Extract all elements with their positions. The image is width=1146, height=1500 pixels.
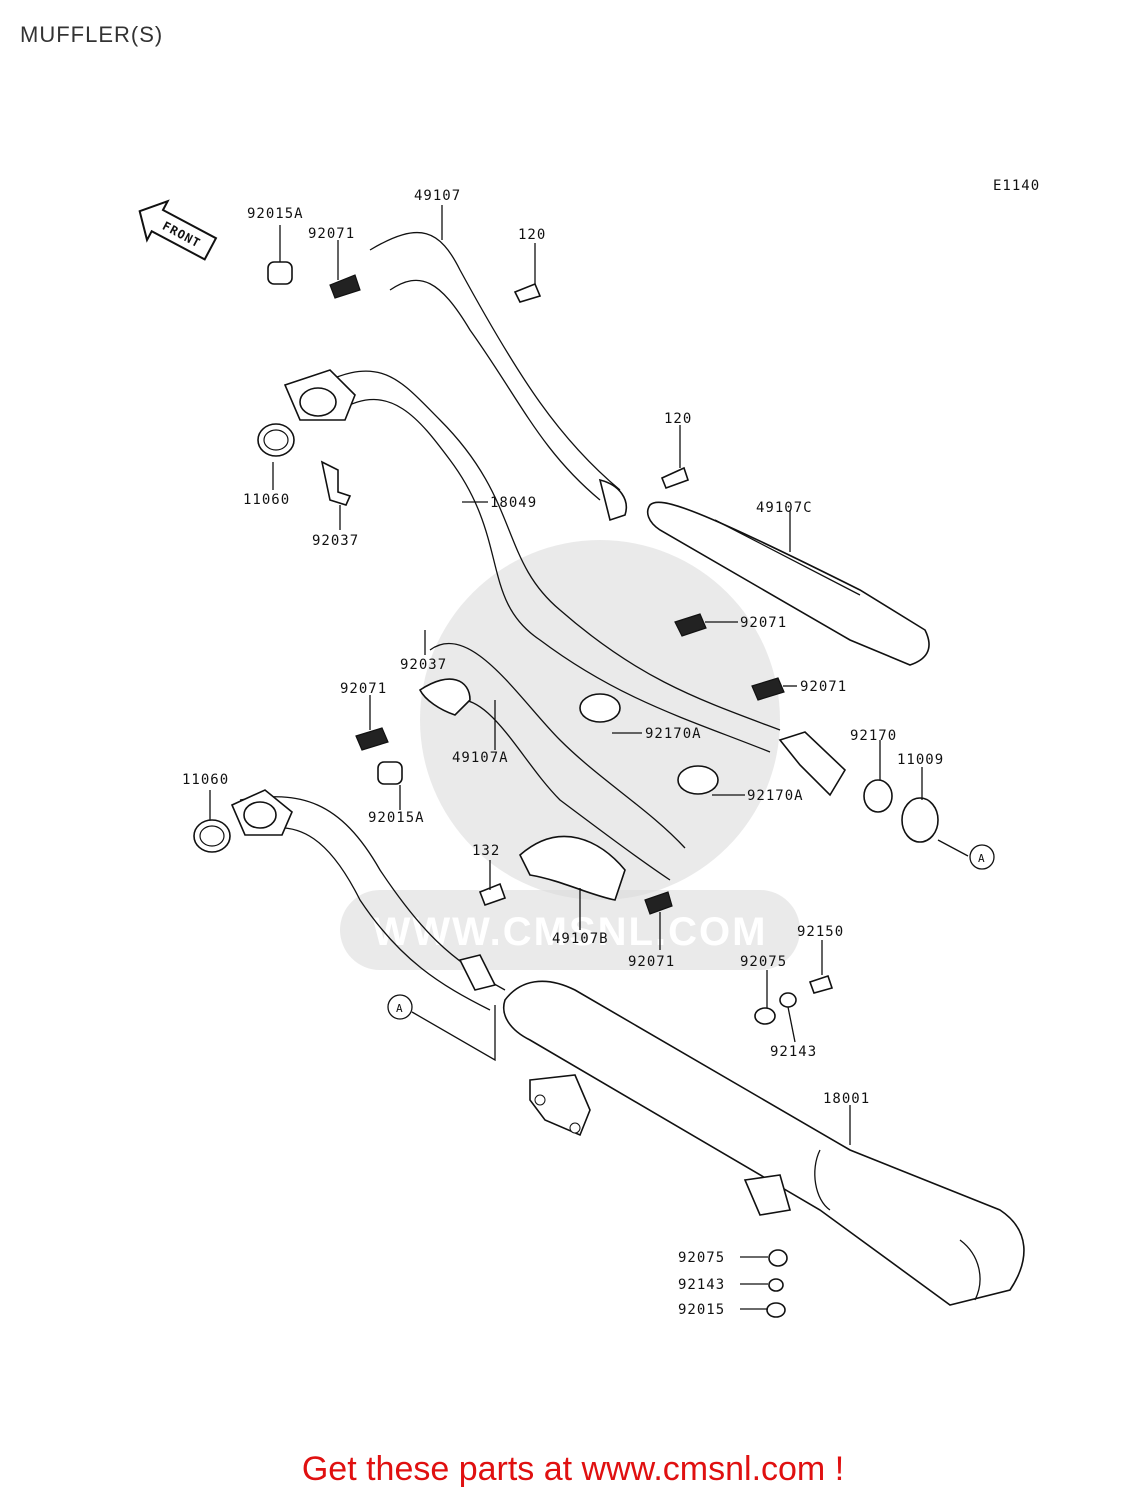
callout-label: 11060 <box>182 772 229 788</box>
callout-label: 92075 <box>740 954 787 970</box>
callout-label: 11060 <box>243 492 290 508</box>
diagram-code: E1140 <box>993 178 1040 194</box>
lower-exhaust-pipe <box>193 761 673 1011</box>
callout-label: 92170A <box>747 788 804 804</box>
callout-label: 120 <box>664 411 692 427</box>
callout-label: 92075 <box>678 1250 725 1266</box>
callout-labels: 92015A 49107 92071 120 11060 92037 120 1… <box>182 188 986 1318</box>
callout-label: 92015A <box>368 810 425 826</box>
callout-label: 92071 <box>628 954 675 970</box>
ref-marker-a <box>969 844 995 870</box>
callout-label: 92071 <box>740 615 787 631</box>
callout-label: A <box>978 852 986 865</box>
callout-label: 92071 <box>340 681 387 697</box>
callout-label: 92015A <box>247 206 304 222</box>
heat-cover-49107c <box>646 501 930 666</box>
callout-label: 92143 <box>770 1044 817 1060</box>
callout-label: A <box>396 1002 404 1015</box>
callout-label: 92015 <box>678 1302 725 1318</box>
callout-label: 92071 <box>800 679 847 695</box>
upper-exhaust-pipe <box>257 231 781 753</box>
callout-label: 92037 <box>400 657 447 673</box>
callout-label: 18001 <box>823 1091 870 1107</box>
callout-label: 92037 <box>312 533 359 549</box>
watermark-logo: WWW.CMSNL.COM <box>340 540 800 970</box>
callout-label: 92170A <box>645 726 702 742</box>
watermark-text: WWW.CMSNL.COM <box>373 910 768 954</box>
callout-label: 18049 <box>490 495 537 511</box>
muffler-18001 <box>458 954 1025 1318</box>
leader-lines <box>209 205 969 1310</box>
callout-label: 92143 <box>678 1277 725 1293</box>
callout-label: 11009 <box>897 752 944 768</box>
callout-label: 49107C <box>756 500 813 516</box>
middle-exhaust-pipe <box>355 613 939 881</box>
page-title: MUFFLER(S) <box>20 22 164 47</box>
ref-marker-a <box>387 994 413 1020</box>
callout-label: 92071 <box>308 226 355 242</box>
footer-link[interactable]: Get these parts at www.cmsnl.com ! <box>301 1450 845 1488</box>
callout-label: 132 <box>472 843 500 859</box>
callout-label: 92170 <box>850 728 897 744</box>
callout-label: 49107 <box>414 188 461 204</box>
front-arrow-icon: FRONT <box>138 199 218 261</box>
callout-label: 49107A <box>452 750 509 766</box>
callout-label: 49107B <box>552 931 609 947</box>
callout-label: 92150 <box>797 924 844 940</box>
callout-label: 120 <box>518 227 546 243</box>
